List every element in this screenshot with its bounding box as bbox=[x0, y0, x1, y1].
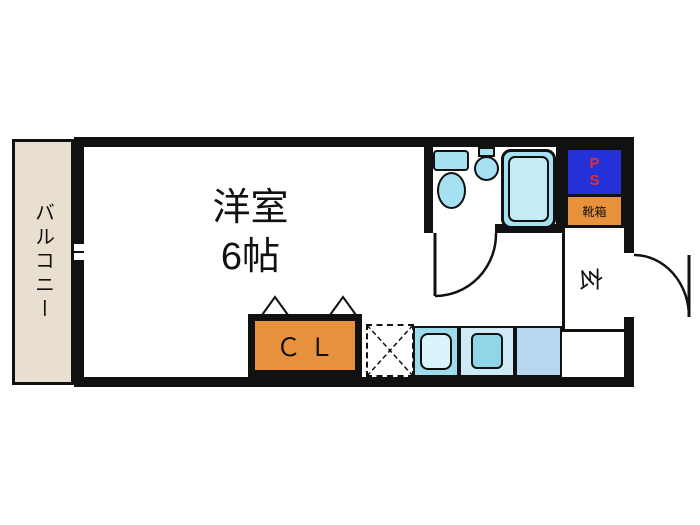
washer-space-box bbox=[366, 324, 414, 377]
bathroom-wall-left bbox=[424, 147, 433, 233]
pipe-space-box: P S bbox=[565, 147, 624, 197]
closet-label: ＣＬ bbox=[275, 333, 342, 362]
pipe-space-label-line1: P bbox=[589, 154, 600, 172]
wall-left bbox=[74, 137, 84, 387]
wall-top bbox=[74, 137, 634, 147]
entrance-label: 玄 bbox=[576, 267, 604, 291]
bathtub bbox=[501, 149, 556, 229]
closet-door-triangle-left bbox=[260, 295, 290, 316]
kitchen-stove-unit bbox=[459, 326, 515, 377]
balcony-label: バルコニー bbox=[31, 202, 54, 322]
kitchen-stove-top bbox=[471, 333, 503, 369]
wall-right-lower bbox=[624, 317, 634, 387]
entrance-door-arc bbox=[633, 253, 691, 318]
genkan-step-line bbox=[562, 228, 565, 332]
kitchen-sink-unit bbox=[413, 326, 459, 377]
closet-box: ＣＬ bbox=[248, 314, 362, 377]
hand-basin bbox=[474, 156, 499, 181]
pipe-space-label-line2: S bbox=[589, 172, 600, 189]
balcony-area: バルコニー bbox=[12, 139, 74, 385]
main-room-label-line2: 6帖 bbox=[220, 236, 281, 279]
shoebox-label: 靴箱 bbox=[582, 204, 607, 219]
kitchen-counter-unit bbox=[515, 326, 562, 377]
toilet-tank bbox=[433, 150, 469, 171]
wall-bottom bbox=[74, 377, 634, 387]
bathroom-door-arc bbox=[434, 232, 498, 298]
main-room-label-line1: 洋室 bbox=[212, 187, 289, 229]
toilet-bowl bbox=[437, 172, 466, 209]
wall-right-upper bbox=[624, 137, 634, 253]
bathroom-wall-right bbox=[556, 147, 565, 233]
shoebox-box: 靴箱 bbox=[565, 194, 624, 228]
main-room-label: 洋室 6帖 bbox=[168, 184, 333, 283]
kitchen-sink-basin bbox=[420, 333, 452, 370]
balcony-window-mullion bbox=[74, 251, 84, 253]
bathtub-inner bbox=[508, 156, 549, 222]
genkan-bottom-line bbox=[562, 329, 624, 332]
closet-door-triangle-right bbox=[328, 295, 358, 316]
